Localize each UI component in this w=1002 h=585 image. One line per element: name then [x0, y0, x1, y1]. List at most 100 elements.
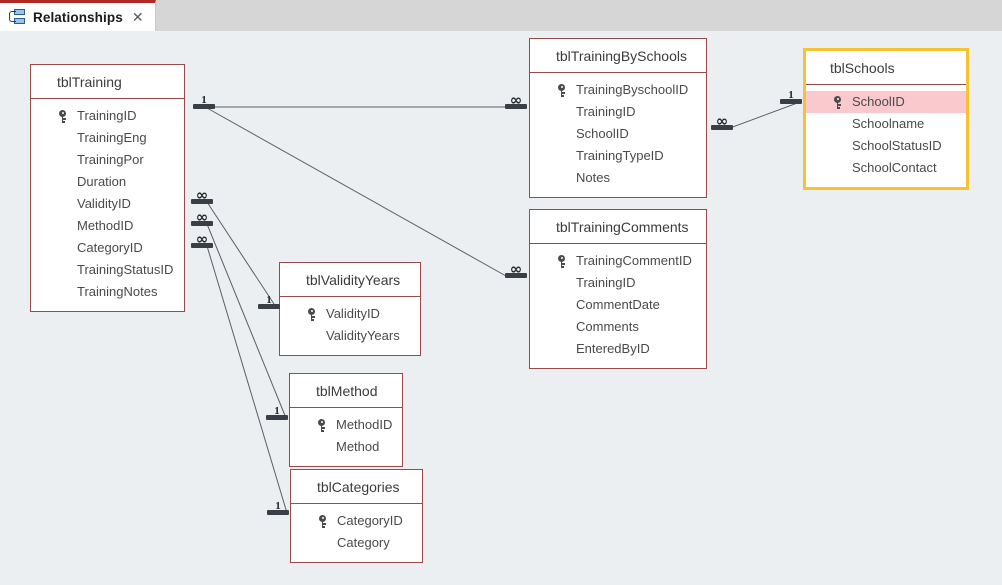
field-row[interactable]: SchoolID [806, 91, 966, 113]
field-row[interactable]: SchoolID [530, 123, 706, 145]
field-row[interactable]: TrainingStatusID [31, 259, 184, 281]
field-row[interactable]: TrainingTypeID [530, 145, 706, 167]
cardinality-label: ∞ [509, 260, 523, 278]
field-label: Schoolname [852, 116, 925, 131]
cardinality-bar [780, 99, 802, 104]
cardinality-label: ∞ [195, 230, 209, 248]
field-label: Comments [576, 319, 639, 334]
field-row[interactable]: TrainingCommentID [530, 250, 706, 272]
field-label: ValidityID [326, 306, 380, 321]
field-row[interactable]: Comments [530, 316, 706, 338]
field-row[interactable]: Schoolname [806, 113, 966, 135]
field-row[interactable]: TrainingNotes [31, 281, 184, 303]
cardinality-bar [505, 273, 527, 278]
field-row[interactable]: TrainingByschoolID [530, 79, 706, 101]
field-row[interactable]: SchoolContact [806, 157, 966, 179]
field-row[interactable]: TrainingID [530, 272, 706, 294]
field-label: TrainingID [77, 108, 137, 123]
close-icon[interactable]: ✕ [131, 9, 144, 25]
field-row[interactable]: TrainingID [31, 105, 184, 127]
field-label: EnteredByID [576, 341, 650, 356]
cardinality-marker: 1 [267, 501, 289, 516]
cardinality-marker: ∞ [505, 260, 527, 279]
cardinality-bar [505, 104, 527, 109]
field-list: CategoryID Category [291, 504, 422, 562]
field-row[interactable]: TrainingID [530, 101, 706, 123]
field-row[interactable]: CategoryID [31, 237, 184, 259]
cardinality-bar [258, 304, 280, 309]
field-row[interactable]: Category [291, 532, 422, 554]
relationship-line[interactable] [729, 101, 801, 129]
field-row[interactable]: ValidityID [280, 303, 420, 325]
field-row[interactable]: TrainingPor [31, 149, 184, 171]
field-label: CategoryID [337, 513, 403, 528]
cardinality-bar [267, 510, 289, 515]
primary-key-icon [558, 255, 565, 268]
tab-label: Relationships [33, 9, 123, 25]
cardinality-marker: ∞ [191, 186, 213, 205]
field-label: TrainingID [576, 275, 636, 290]
primary-key-icon [318, 419, 325, 432]
field-label: TrainingStatusID [77, 262, 174, 277]
field-label: MethodID [336, 417, 393, 432]
cardinality-marker: 1 [780, 90, 802, 105]
table-title: tblSchools [806, 51, 966, 85]
primary-key-icon [308, 308, 315, 321]
field-label: SchoolStatusID [852, 138, 942, 153]
field-row[interactable]: Notes [530, 167, 706, 189]
field-label: TrainingID [576, 104, 636, 119]
primary-key-icon [59, 110, 66, 123]
field-list: MethodID Method [290, 408, 402, 466]
relationship-line[interactable] [206, 223, 287, 419]
field-row[interactable]: Duration [31, 171, 184, 193]
field-label: TrainingCommentID [576, 253, 692, 268]
relationship-line[interactable] [206, 107, 507, 277]
field-row[interactable]: SchoolStatusID [806, 135, 966, 157]
cardinality-bar [191, 243, 213, 248]
cardinality-marker: ∞ [711, 112, 733, 131]
field-label: SchoolID [576, 126, 629, 141]
primary-key-icon [319, 515, 326, 528]
table-title: tblMethod [290, 374, 402, 408]
field-row[interactable]: EnteredByID [530, 338, 706, 360]
field-list: TrainingByschoolID TrainingID SchoolID Trai… [530, 73, 706, 197]
field-list: ValidityID ValidityYears [280, 297, 420, 355]
field-row[interactable]: CommentDate [530, 294, 706, 316]
field-label: TrainingTypeID [576, 148, 664, 163]
cardinality-label: ∞ [195, 186, 209, 204]
field-row[interactable]: ValidityYears [280, 325, 420, 347]
tab-relationships[interactable]: Relationships ✕ [0, 0, 156, 31]
field-row[interactable]: MethodID [290, 414, 402, 436]
cardinality-label: 1 [201, 94, 207, 106]
relationship-line[interactable] [206, 201, 277, 308]
field-label: TrainingPor [77, 152, 144, 167]
primary-key-icon [834, 96, 841, 109]
cardinality-label: ∞ [715, 112, 729, 130]
field-row[interactable]: TrainingEng [31, 127, 184, 149]
field-row[interactable]: MethodID [31, 215, 184, 237]
cardinality-marker: 1 [258, 295, 280, 310]
field-label: ValidityYears [326, 328, 400, 343]
table-title: tblTrainingComments [530, 210, 706, 244]
field-row[interactable]: CategoryID [291, 510, 422, 532]
field-label: MethodID [77, 218, 134, 233]
cardinality-marker: 1 [193, 94, 215, 110]
cardinality-marker: 1 [266, 406, 288, 421]
cardinality-label: ∞ [509, 91, 523, 109]
field-row[interactable]: Method [290, 436, 402, 458]
table-title: tblCategories [291, 470, 422, 504]
field-row[interactable]: ValidityID [31, 193, 184, 215]
relationship-line[interactable] [206, 245, 288, 514]
field-label: CommentDate [576, 297, 660, 312]
field-label: SchoolContact [852, 160, 937, 175]
